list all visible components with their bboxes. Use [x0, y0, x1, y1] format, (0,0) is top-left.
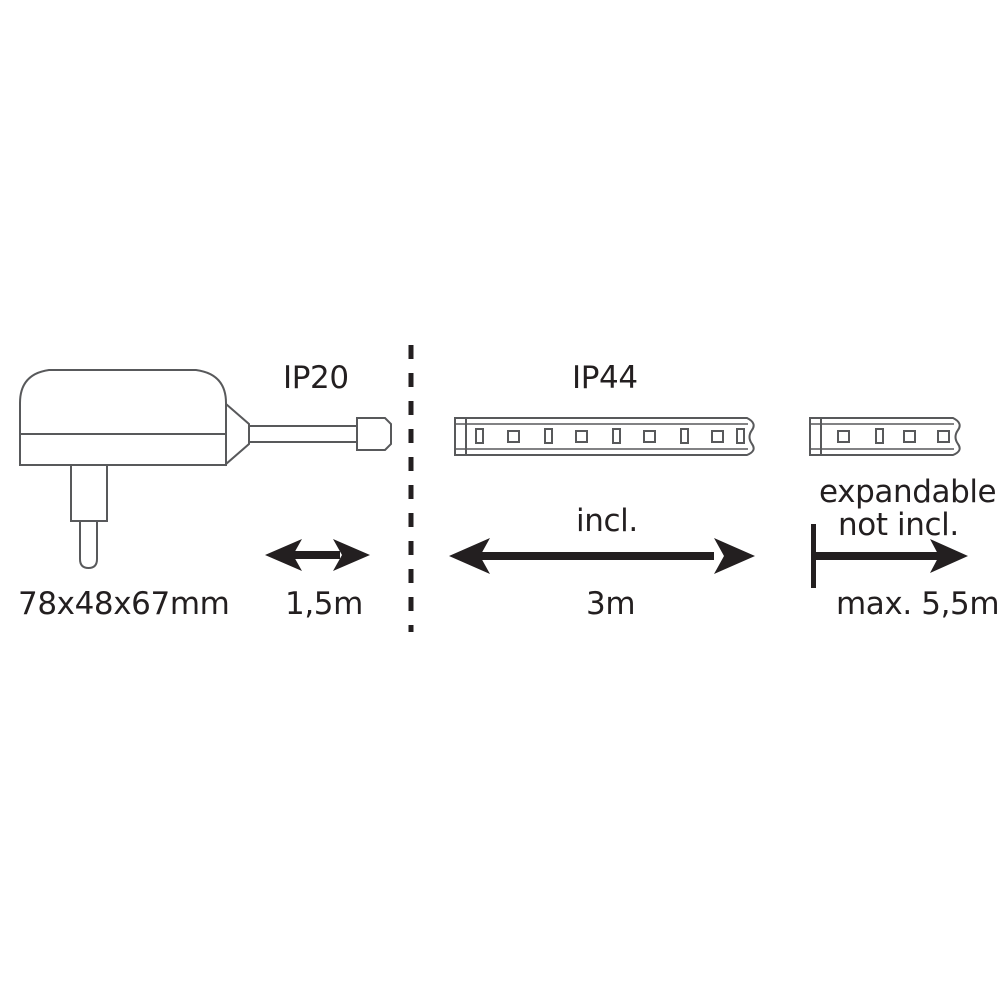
dc-connector-plug	[356, 417, 392, 451]
ip44-rating-label: IP44	[572, 360, 638, 396]
max-length-label: max. 5,5m	[836, 586, 1000, 622]
led-marker	[875, 428, 884, 444]
led-marker	[544, 428, 553, 444]
arrow-shaft	[480, 552, 714, 560]
arrow-strip-length	[449, 538, 755, 574]
arrow-cable-length	[265, 539, 370, 571]
arrow-max-length	[811, 524, 968, 588]
led-strip-expansion-group	[809, 417, 961, 456]
arrow-head-right	[333, 539, 370, 571]
included-label: incl.	[576, 503, 638, 539]
adapter-strain-relief	[225, 401, 250, 467]
led-marker	[837, 430, 850, 443]
plug-pin	[79, 520, 98, 570]
adapter-dimensions-label: 78x48x67mm	[18, 586, 230, 622]
arrow-head-left	[265, 539, 302, 571]
led-marker	[612, 428, 621, 444]
ip20-rating-label: IP20	[283, 360, 349, 396]
dc-cable	[248, 425, 358, 443]
arrow-shaft	[811, 552, 941, 560]
led-strip-expansion-body	[809, 417, 961, 456]
adapter-body-outline	[19, 369, 227, 466]
arrow-head-left	[449, 538, 490, 574]
led-marker	[507, 430, 520, 443]
arrow-head-right	[930, 539, 968, 573]
led-strip-included-body	[454, 417, 755, 456]
strip-length-label: 3m	[586, 586, 636, 622]
led-marker	[575, 430, 588, 443]
led-marker	[680, 428, 689, 444]
power-adapter-group	[19, 369, 392, 570]
led-marker	[475, 428, 484, 444]
led-marker	[937, 430, 950, 443]
led-strip-included-group	[454, 417, 755, 456]
plug-base	[70, 464, 108, 522]
led-marker	[903, 430, 916, 443]
arrow-shaft	[293, 551, 340, 559]
led-marker	[643, 430, 656, 443]
cable-length-label: 1,5m	[285, 586, 363, 622]
led-marker	[736, 428, 745, 444]
arrow-head-right	[714, 538, 755, 574]
not-included-label: not incl.	[838, 507, 959, 543]
led-marker	[711, 430, 724, 443]
expandable-label: expandable	[819, 474, 997, 510]
